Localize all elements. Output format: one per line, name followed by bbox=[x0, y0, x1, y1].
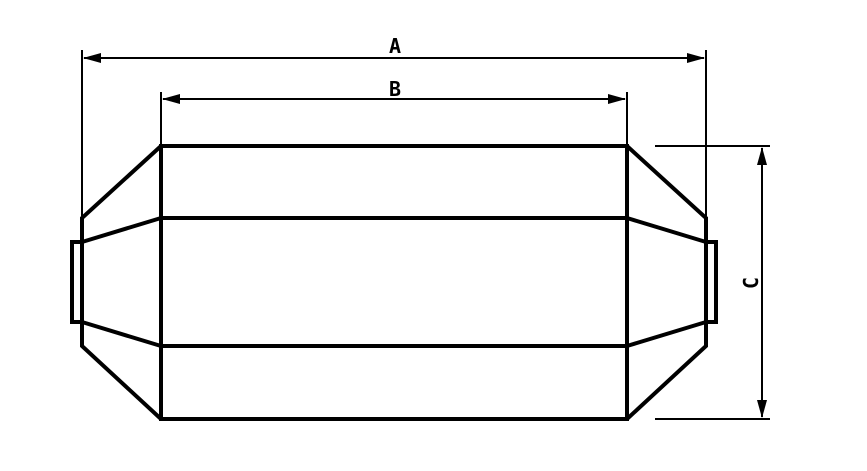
dimension-b: B bbox=[160, 77, 628, 144]
dimension-a-right-arrow bbox=[687, 53, 705, 63]
right-cone-upper-line bbox=[626, 216, 707, 244]
dimension-c: C bbox=[655, 145, 770, 420]
dimension-c-label: C bbox=[739, 277, 763, 289]
dimension-b-right-arrow bbox=[608, 94, 626, 104]
left-end-cone bbox=[70, 144, 163, 421]
dimension-b-left-arrow bbox=[162, 94, 180, 104]
body-outline bbox=[159, 144, 629, 421]
left-cone-lower-line bbox=[81, 320, 162, 348]
right-end-cone bbox=[625, 144, 718, 421]
dimension-a: A bbox=[81, 34, 707, 216]
component-body bbox=[159, 144, 629, 421]
right-cone-outline bbox=[625, 144, 708, 421]
right-pipe-stub bbox=[704, 240, 718, 324]
dimension-c-top-arrow bbox=[757, 147, 767, 165]
left-cone-outline bbox=[80, 144, 163, 421]
right-cone-lower-line bbox=[626, 320, 707, 348]
left-pipe-stub bbox=[70, 240, 84, 324]
dimension-a-left-arrow bbox=[83, 53, 101, 63]
dimension-c-bottom-arrow bbox=[757, 400, 767, 418]
dimension-a-label: A bbox=[389, 34, 401, 58]
dimension-b-label: B bbox=[389, 77, 401, 101]
left-cone-upper-line bbox=[81, 216, 162, 244]
